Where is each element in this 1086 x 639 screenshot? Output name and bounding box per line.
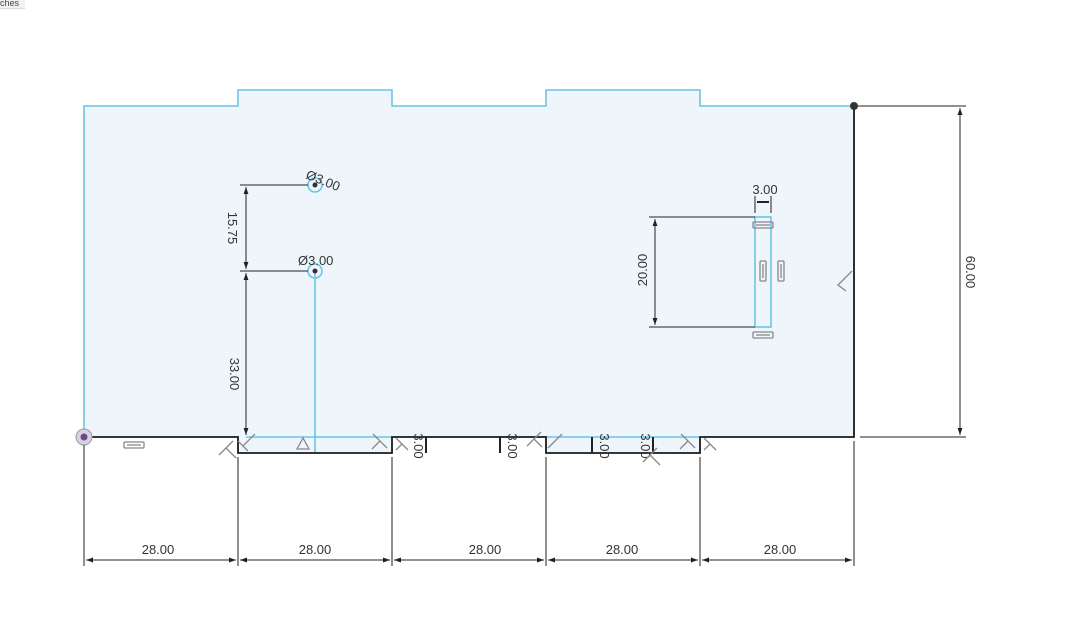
dim-hole-spacing[interactable]: 15.75	[225, 212, 240, 245]
dim-hole-height[interactable]: 33.00	[227, 358, 242, 391]
dimension-labels: Ø3.00 Ø3.00 15.75 33.00 3.00 20.00 60.00…	[142, 167, 978, 557]
perpendicular-constraint-icon[interactable]	[218, 440, 237, 459]
dim-notch-depth-4[interactable]: 3.00	[638, 433, 653, 458]
sketch-profile[interactable]	[84, 90, 854, 453]
horizontal-constraint-icon[interactable]	[123, 441, 145, 449]
perpendicular-constraint-icon[interactable]	[703, 437, 717, 451]
tangent-constraint-icon[interactable]	[837, 270, 853, 292]
coincident-constraint-icon[interactable]	[295, 436, 311, 450]
dim-segment-3[interactable]: 28.00	[469, 542, 502, 557]
vertical-constraint-icon[interactable]	[777, 260, 785, 282]
dim-overall-height[interactable]: 60.00	[963, 256, 978, 289]
dim-segment-4[interactable]: 28.00	[606, 542, 639, 557]
dim-slot-length[interactable]: 20.00	[635, 254, 650, 287]
dim-hole-mid-diameter[interactable]: Ø3.00	[298, 253, 333, 268]
perpendicular-constraint-icon[interactable]	[642, 447, 661, 466]
dim-notch-depth-3[interactable]: 3.00	[597, 433, 612, 458]
corner-point[interactable]	[850, 102, 858, 110]
perpendicular-constraint-icon[interactable]	[526, 431, 543, 448]
perpendicular-constraint-icon[interactable]	[371, 433, 388, 450]
constraint-glyphs	[123, 221, 853, 466]
dimension-lines	[83, 105, 966, 566]
perpendicular-constraint-icon[interactable]	[679, 433, 696, 450]
perpendicular-constraint-icon[interactable]	[395, 437, 409, 451]
horizontal-constraint-icon[interactable]	[752, 221, 774, 229]
blue-edges[interactable]	[83, 89, 854, 453]
perpendicular-constraint-icon[interactable]	[237, 433, 256, 452]
dim-notch-depth-1[interactable]: 3.00	[411, 433, 426, 458]
dim-slot-width[interactable]: 3.00	[752, 182, 777, 197]
dim-segment-2[interactable]: 28.00	[299, 542, 332, 557]
origin-point-icon[interactable]	[75, 428, 93, 446]
dim-segment-1[interactable]: 28.00	[142, 542, 175, 557]
dim-notch-depth-2[interactable]: 3.00	[505, 433, 520, 458]
browser-tab-fragment[interactable]: ches	[0, 0, 26, 9]
perpendicular-constraint-icon[interactable]	[547, 433, 563, 449]
dim-segment-5[interactable]: 28.00	[764, 542, 797, 557]
black-edges[interactable]	[84, 106, 855, 454]
horizontal-constraint-icon[interactable]	[752, 331, 774, 339]
vertical-constraint-icon[interactable]	[759, 260, 767, 282]
